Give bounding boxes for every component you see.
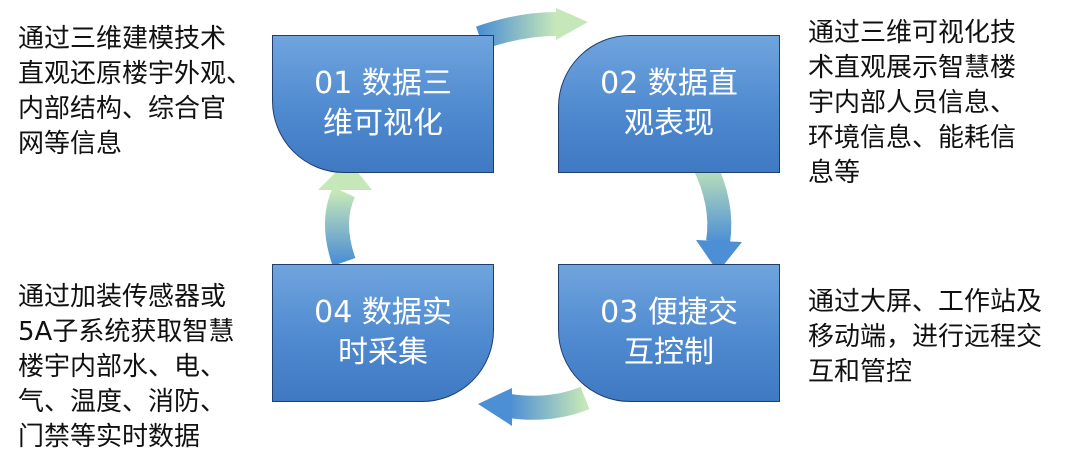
step-label-line: 互控制 (624, 335, 714, 370)
step-card-01: 01 数据三 维可视化 (272, 35, 494, 173)
description-bottom-left: 通过加装传感器或 5A子系统获取智慧 楼宇内部水、电、 气、温度、消防、 门禁等… (18, 280, 234, 455)
description-line: 直观还原楼宇外观、 (18, 59, 253, 89)
arrow-right (692, 156, 742, 272)
description-line: 息等 (808, 158, 861, 188)
step-label-line: 02 数据直 (600, 66, 738, 101)
description-top-left: 通过三维建模技术 直观还原楼宇外观、 内部结构、综合官 网等信息 (18, 22, 252, 162)
description-line: 通过加装传感器或 (18, 282, 227, 312)
description-line: 内部结构、综合官 (18, 94, 227, 124)
step-label-line: 观表现 (624, 106, 714, 141)
description-line: 门禁等实时数据 (18, 422, 201, 452)
description-line: 通过三维建模技术 (18, 24, 227, 54)
step-label: 02 数据直 观表现 (600, 64, 738, 144)
description-line: 5A子系统获取智慧 (18, 317, 235, 347)
description-line: 网等信息 (18, 129, 123, 159)
step-label-line: 01 数据三 (314, 66, 452, 101)
step-label-line: 04 数据实 (314, 295, 452, 330)
description-line: 通过大屏、工作站及 (808, 287, 1043, 317)
description-line: 楼宇内部水、电、 (18, 352, 227, 382)
description-line: 气、温度、消防、 (18, 387, 227, 417)
step-card-02: 02 数据直 观表现 (558, 35, 780, 173)
description-line: 互和管控 (808, 357, 913, 387)
description-line: 移动端，进行远程交 (808, 322, 1043, 352)
description-top-right: 通过三维可视化技 术直观展示智慧楼 宇内部人员信息、 环境信息、能耗信 息等 (808, 16, 1016, 191)
description-line: 环境信息、能耗信 (808, 123, 1017, 153)
arrow-bottom (478, 386, 590, 426)
description-line: 宇内部人员信息、 (808, 88, 1017, 118)
step-card-03: 03 便捷交 互控制 (558, 264, 780, 402)
step-label: 03 便捷交 互控制 (600, 293, 738, 373)
step-label: 04 数据实 时采集 (314, 293, 452, 373)
description-line: 术直观展示智慧楼 (808, 53, 1017, 83)
step-label-line: 时采集 (338, 335, 428, 370)
step-label: 01 数据三 维可视化 (314, 64, 452, 144)
description-line: 通过三维可视化技 (808, 18, 1017, 48)
arrow-left (318, 160, 372, 266)
step-label-line: 03 便捷交 (600, 295, 738, 330)
description-bottom-right: 通过大屏、工作站及 移动端，进行远程交 互和管控 (808, 285, 1042, 390)
step-card-04: 04 数据实 时采集 (272, 264, 494, 402)
step-label-line: 维可视化 (323, 106, 443, 141)
arrow-top (476, 8, 588, 50)
